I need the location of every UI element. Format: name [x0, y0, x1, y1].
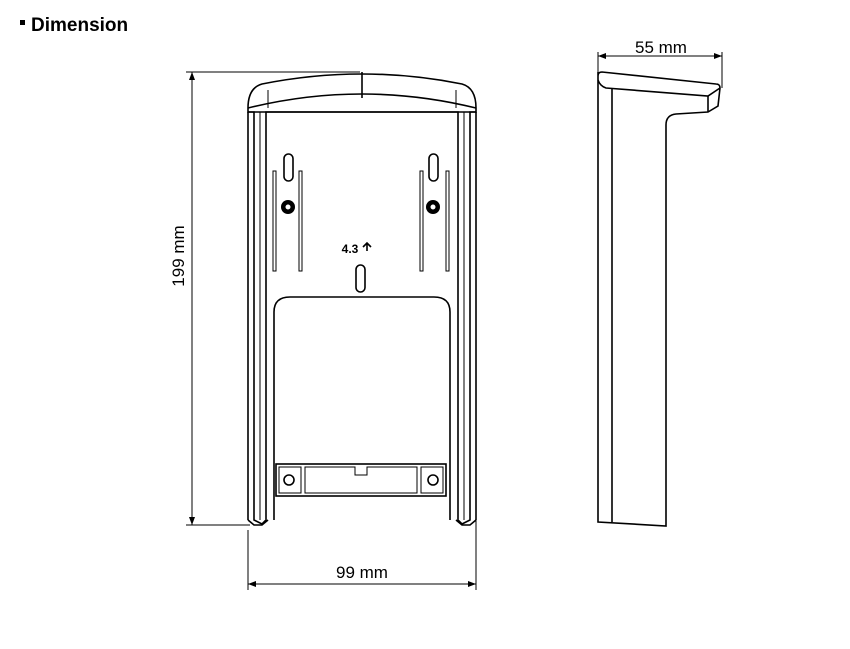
- height-dimension: 199 mm: [169, 71, 360, 526]
- width-dimension: 99 mm: [247, 520, 477, 590]
- mount-slot: [355, 264, 366, 293]
- width-label: 99 mm: [336, 563, 388, 582]
- mount-slot: [283, 153, 294, 182]
- section-title-text: Dimension: [31, 15, 129, 36]
- side-view: [597, 71, 721, 527]
- bullet-icon: [20, 20, 25, 26]
- section-title: Dimension: [20, 15, 128, 37]
- screw-label: 4.3: [342, 242, 359, 256]
- front-view: 4.3: [247, 72, 477, 526]
- depth-label: 55 mm: [635, 38, 687, 57]
- mount-slot: [428, 153, 439, 182]
- height-label: 199 mm: [169, 225, 188, 286]
- depth-dimension: 55 mm: [597, 38, 723, 88]
